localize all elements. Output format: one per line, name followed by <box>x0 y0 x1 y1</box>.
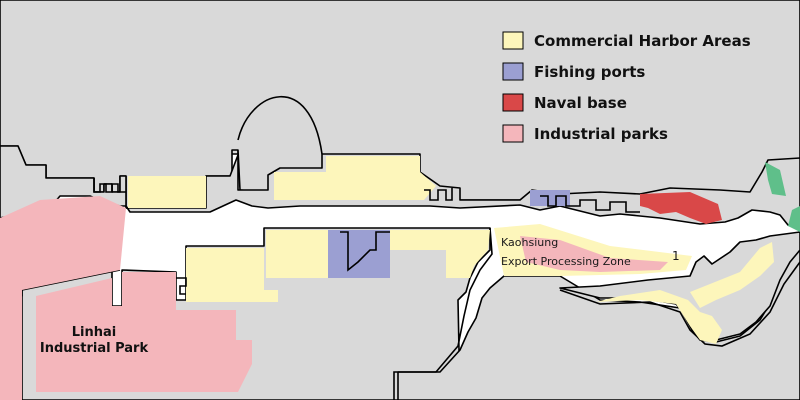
commercial-area-8 <box>596 290 722 344</box>
legend-swatch-industrial <box>502 124 524 143</box>
naval-base <box>640 192 722 224</box>
green-area-1 <box>765 162 786 196</box>
commercial-area-5 <box>390 230 490 278</box>
area-number-label: 1 <box>672 249 680 263</box>
legend-label-fishing: Fishing ports <box>534 63 645 81</box>
legend: Commercial Harbor Areas Fishing ports Na… <box>502 31 751 143</box>
commercial-area-3 <box>186 248 278 302</box>
fishing-port-1 <box>328 230 390 278</box>
commercial-area-4 <box>266 230 328 278</box>
kepz-label-line1: Kaohsiung <box>501 236 558 249</box>
legend-swatch-commercial <box>502 31 524 50</box>
linhai-label-line1: Linhai <box>72 325 116 340</box>
commercial-area-2 <box>274 156 436 200</box>
legend-label-commercial: Commercial Harbor Areas <box>534 32 751 50</box>
industrial-park-linhai <box>0 196 126 400</box>
piers-northwest <box>93 178 126 193</box>
commercial-area-1 <box>128 176 206 208</box>
legend-label-naval: Naval base <box>534 94 627 112</box>
industrial-park-linhai-south <box>36 272 252 392</box>
kepz-label-line2: Export Processing Zone <box>501 255 631 268</box>
piers-west <box>176 277 187 295</box>
channel-line-right <box>559 261 800 347</box>
linhai-label-line2: Industrial Park <box>40 341 149 356</box>
industrial-park-kepz <box>520 236 668 272</box>
legend-swatch-naval <box>502 93 524 112</box>
legend-label-industrial: Industrial parks <box>534 125 668 143</box>
green-area-2 <box>788 206 800 232</box>
fishing-port-2 <box>530 190 570 206</box>
piers-northeast <box>540 195 640 213</box>
piers-north <box>424 188 453 201</box>
legend-swatch-fishing <box>502 62 524 81</box>
piers-fishing <box>340 231 390 272</box>
commercial-area-7 <box>690 242 774 308</box>
breakwater-arc <box>237 96 323 155</box>
channel-line-mid <box>393 227 493 400</box>
